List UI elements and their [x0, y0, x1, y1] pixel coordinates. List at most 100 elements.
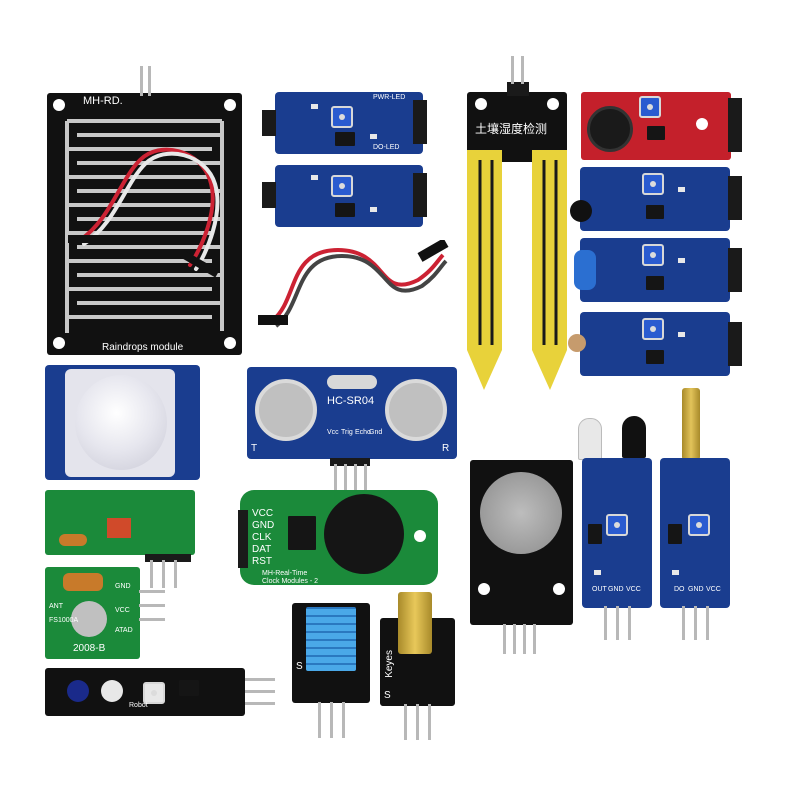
mount-hole — [475, 98, 487, 110]
rain-bottom-label: Raindrops module — [102, 342, 184, 353]
mount-hole — [547, 98, 559, 110]
small-gnd-label-2: GND — [688, 586, 704, 593]
rtc-vcc-label: VCC — [252, 508, 274, 519]
potentiometer — [688, 514, 710, 536]
ir-led — [578, 418, 602, 460]
comparator-chip — [179, 680, 199, 696]
led — [678, 258, 685, 263]
dht-sensor — [306, 607, 356, 671]
ultra-pin — [354, 464, 357, 490]
rtc-line2-label: Clock Modules - 2 — [262, 578, 319, 585]
ultra-echo-label: Echo — [355, 429, 371, 436]
rtc-gnd-label: GND — [252, 520, 275, 531]
ultra-pin — [344, 464, 347, 490]
ultra-pin — [364, 464, 367, 490]
small-pin — [706, 606, 709, 640]
soil-pin — [511, 56, 514, 84]
rx-code2-label: FS1000A — [49, 617, 79, 624]
jumper-wire — [258, 240, 449, 328]
small-pin — [682, 606, 685, 640]
comparator-chip — [588, 524, 602, 544]
crystal-can — [71, 601, 107, 637]
rain-pin — [148, 66, 151, 96]
pin-header — [728, 98, 742, 152]
mount-hole — [224, 337, 236, 349]
rx-pin — [139, 604, 165, 607]
potentiometer — [639, 96, 661, 118]
sensor-module-right-3 — [568, 312, 730, 376]
sensor-module-right-2 — [574, 238, 730, 302]
comparator-chip — [335, 132, 355, 146]
ultra-t-label: T — [251, 443, 258, 454]
laser-pin — [416, 704, 419, 740]
track-pin — [245, 690, 275, 693]
pin-header — [507, 82, 529, 96]
small-pin — [616, 606, 619, 640]
rf-transmitter-module — [45, 490, 195, 555]
pin-header — [145, 554, 191, 562]
comparator-chip — [668, 524, 682, 544]
rain-trace-pattern — [65, 119, 224, 333]
ir-detector — [101, 680, 123, 702]
small-vcc-label: VCC — [626, 586, 641, 593]
ultra-vcc-label: Vcc — [327, 429, 339, 436]
mount-hole — [696, 118, 708, 130]
rtc-chip — [288, 516, 316, 550]
pin-header — [262, 182, 276, 208]
led — [678, 187, 685, 192]
gas-sensor-module — [470, 460, 573, 625]
small-module-1: OUT GND VCC — [582, 458, 652, 608]
led — [370, 207, 377, 212]
pin-header — [262, 110, 276, 136]
pin-header — [413, 173, 427, 217]
potentiometer — [143, 682, 165, 704]
potentiometer — [331, 106, 353, 128]
soil-probe-prongs — [467, 150, 567, 390]
rx-pin — [139, 618, 165, 621]
pin-header — [238, 510, 248, 568]
comparator-chip — [646, 276, 664, 290]
pin-header — [728, 176, 742, 220]
photoresistor — [568, 334, 586, 352]
pir-lens — [75, 375, 167, 470]
gas-sensor-mesh — [480, 472, 562, 554]
sound-sensor-module — [581, 92, 731, 160]
ultrasonic-transducer-left — [255, 379, 317, 441]
mount-hole — [53, 99, 65, 111]
battery-holder — [324, 494, 404, 574]
tilt-switch — [574, 250, 596, 290]
track-pin — [245, 702, 275, 705]
dht-pin — [318, 702, 321, 738]
soil-pin — [521, 56, 524, 84]
rx-pin — [139, 590, 165, 593]
rain-pin — [140, 66, 143, 96]
mount-hole — [553, 583, 565, 595]
rx-data-label: ATAD — [115, 627, 133, 634]
dht11-module: S — [292, 603, 370, 703]
led — [311, 104, 318, 109]
pin-header — [728, 322, 742, 366]
jumper-wire — [68, 147, 220, 278]
rf-pin — [174, 560, 177, 588]
laser-head — [398, 592, 432, 654]
pin-header — [413, 100, 427, 144]
potentiometer — [331, 175, 353, 197]
flame-receiver — [622, 416, 646, 458]
led — [370, 134, 377, 139]
laser-brand-label: Keyes — [384, 650, 395, 678]
dht-pin — [330, 702, 333, 738]
mount-hole — [478, 583, 490, 595]
laser-pin — [404, 704, 407, 740]
potentiometer — [642, 173, 664, 195]
comparator-chip — [335, 203, 355, 217]
small-module-2: DO GND VCC — [660, 458, 730, 608]
dht-pin — [342, 702, 345, 738]
rtc-rst-label: RST — [252, 556, 272, 567]
small-out-label: OUT — [592, 586, 607, 593]
ultrasonic-transducer-right — [385, 379, 447, 441]
comparator-chip — [647, 126, 665, 140]
potentiometer — [642, 244, 664, 266]
mount-hole — [414, 530, 426, 542]
rtc-clk-label: CLK — [252, 532, 272, 543]
gas-pin — [513, 624, 516, 654]
